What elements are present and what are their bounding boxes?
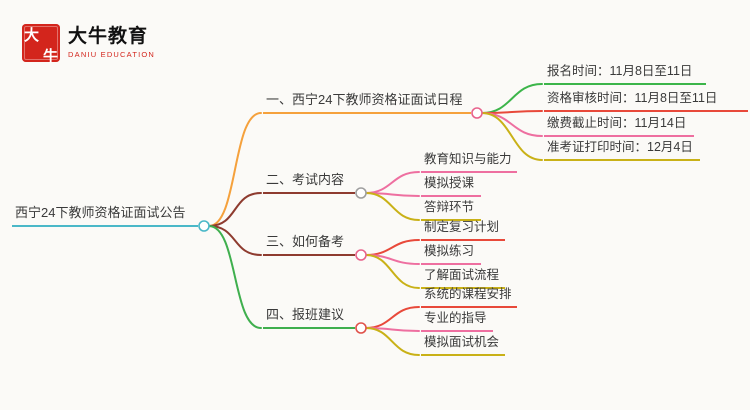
link-root-branch2: [208, 192, 262, 227]
branch-node-schedule[interactable]: 一、西宁24下教师资格证面试日程: [263, 92, 471, 114]
leaf-node[interactable]: 答辩环节: [421, 200, 481, 221]
link-b3-leaf3: [365, 254, 420, 289]
link-b2-leaf1: [365, 171, 420, 194]
brand-text: 大牛教育 DANIU EDUCATION: [68, 24, 155, 59]
link-root-branch1: [208, 112, 262, 227]
seal-char-2: 牛: [42, 48, 58, 65]
link-b1-leaf3: [481, 112, 543, 137]
link-b4-leaf1: [365, 306, 420, 329]
link-b1-leaf1: [481, 83, 543, 114]
branch-node-exam-content[interactable]: 二、考试内容: [263, 172, 355, 194]
leaf-node[interactable]: 教育知识与能力: [421, 152, 517, 173]
link-b3-leaf1: [365, 239, 420, 256]
link-b2-leaf3: [365, 192, 420, 221]
link-root-branch3: [208, 225, 262, 256]
brand-seal-icon: 大 牛: [22, 24, 60, 65]
branch-node-how-to-prepare[interactable]: 三、如何备考: [263, 234, 355, 256]
leaf-node[interactable]: 报名时间：11月8日至11日: [544, 64, 706, 85]
leaf-node[interactable]: 专业的指导: [421, 311, 493, 332]
root-node[interactable]: 西宁24下教师资格证面试公告: [12, 205, 198, 227]
brand-title: 大牛教育: [68, 26, 149, 47]
branch-node-class-advice[interactable]: 四、报班建议: [263, 307, 355, 329]
brand-logo: 大 牛 大牛教育 DANIU EDUCATION: [22, 24, 155, 65]
branch4-collapse-handle[interactable]: [355, 322, 367, 334]
leaf-node[interactable]: 了解面试流程: [421, 268, 505, 289]
branch1-collapse-handle[interactable]: [471, 107, 483, 119]
leaf-node[interactable]: 模拟面试机会: [421, 335, 505, 356]
branch2-collapse-handle[interactable]: [355, 187, 367, 199]
root-collapse-handle[interactable]: [198, 220, 210, 232]
leaf-node[interactable]: 系统的课程安排: [421, 287, 517, 308]
leaf-node[interactable]: 模拟授课: [421, 176, 481, 197]
leaf-node[interactable]: 资格审核时间：11月8日至11日: [544, 91, 748, 112]
branch3-collapse-handle[interactable]: [355, 249, 367, 261]
leaf-node[interactable]: 缴费截止时间：11月14日: [544, 116, 694, 137]
link-b1-leaf4: [481, 112, 543, 161]
leaf-node[interactable]: 制定复习计划: [421, 220, 505, 241]
link-root-branch4: [208, 225, 262, 329]
brand-subtitle: DANIU EDUCATION: [68, 50, 156, 59]
link-b4-leaf3: [365, 327, 420, 356]
leaf-node[interactable]: 模拟练习: [421, 244, 481, 265]
leaf-node[interactable]: 准考证打印时间：12月4日: [544, 140, 700, 161]
seal-char-1: 大: [23, 27, 39, 44]
